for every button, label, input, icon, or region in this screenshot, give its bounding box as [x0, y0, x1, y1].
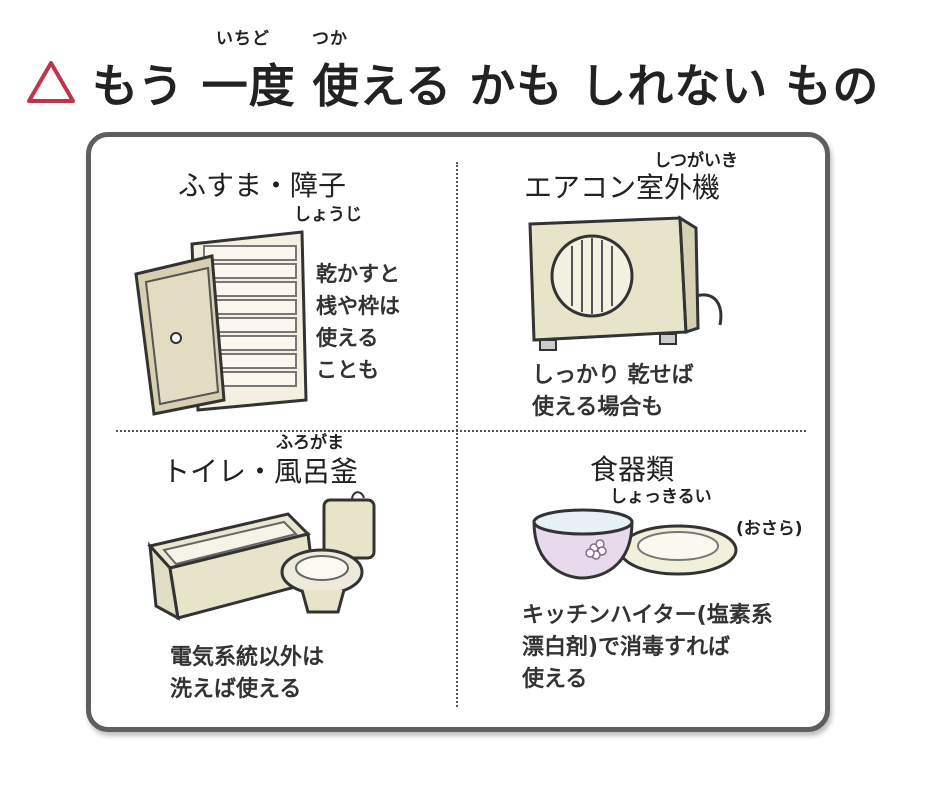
dishes-title: 食器類	[590, 453, 675, 486]
aircon-title: エアコン室外機	[524, 171, 721, 204]
page-title: もう 一度 使える かも しれない もの	[92, 59, 880, 113]
triangle-icon	[27, 61, 75, 103]
aircon-ruby: しつがいき	[654, 151, 738, 171]
toilet-ruby: ふろがま	[276, 433, 344, 453]
toilet-note-line: 洗えば使える	[170, 677, 302, 702]
dishes-illustration	[532, 508, 738, 580]
dishes-ruby: しょっきるい	[610, 487, 712, 507]
dishes-note-line: キッチンハイター(塩素系	[522, 603, 773, 628]
toilet-illustration	[147, 491, 376, 621]
aircon-note: しっかり 乾せば 使える場合も	[532, 360, 694, 424]
ruby-tsuka: つか	[312, 29, 348, 49]
fusuma-note-line: ことも	[316, 358, 379, 382]
fusuma-note-line: 乾かすと	[316, 262, 400, 286]
fusuma-note-line: 桟や枠は	[316, 294, 400, 318]
aircon-note-line: しっかり 乾せば	[532, 363, 694, 388]
ruby-ichido: いちど	[216, 29, 270, 49]
vertical-divider	[456, 162, 458, 707]
fusuma-title: ふすま・障子	[178, 169, 347, 202]
fusuma-ruby: しょうじ	[294, 205, 362, 225]
toilet-note: 電気系統以外は 洗えば使える	[170, 642, 324, 706]
toilet-title: トイレ・風呂釜	[162, 455, 359, 488]
dishes-note-line: 漂白剤)で消毒すれば	[522, 635, 731, 660]
content-panel	[86, 132, 830, 732]
horizontal-divider	[116, 430, 806, 432]
fusuma-note: 乾かすと 桟や枠は 使える ことも	[316, 258, 400, 386]
header: いちど つか もう 一度 使える かも しれない もの	[0, 0, 940, 120]
plate-label: (おさら)	[736, 519, 803, 539]
dishes-note-line: 使える	[522, 667, 588, 692]
dishes-note: キッチンハイター(塩素系 漂白剤)で消毒すれば 使える	[522, 600, 773, 696]
aircon-note-line: 使える場合も	[532, 395, 664, 420]
aircon-illustration	[528, 215, 723, 351]
toilet-note-line: 電気系統以外は	[170, 645, 325, 670]
fusuma-note-line: 使える	[316, 326, 379, 350]
fusuma-illustration	[134, 230, 308, 416]
